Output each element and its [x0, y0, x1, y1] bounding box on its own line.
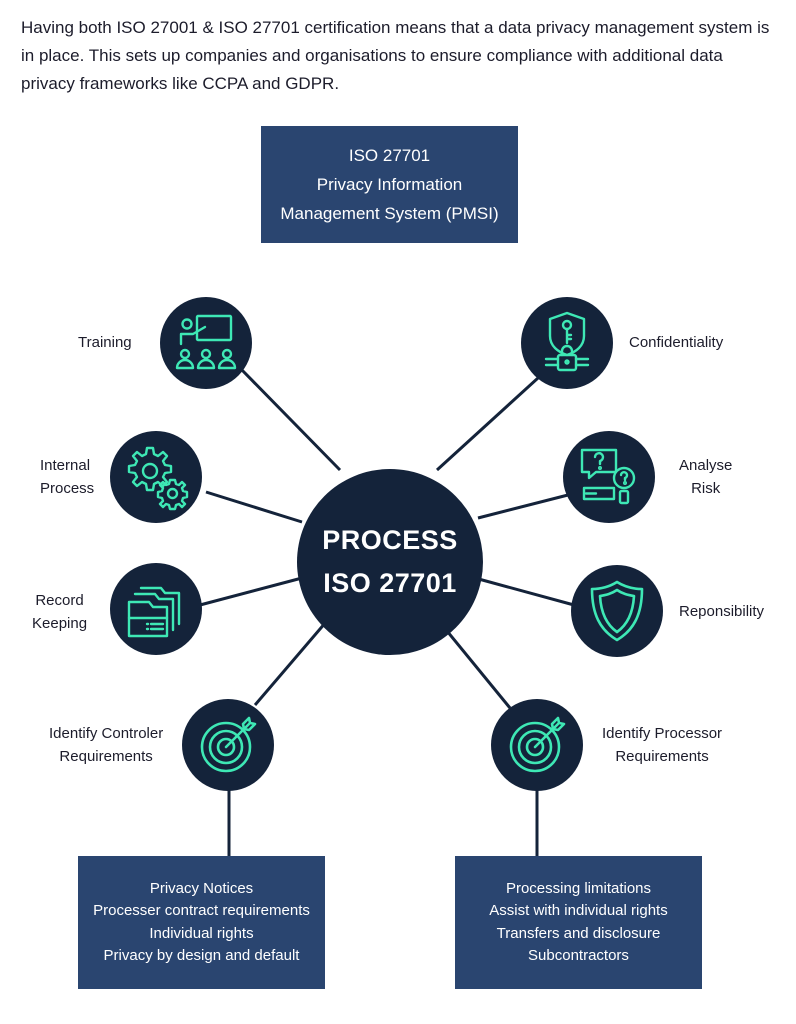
label-record-keeping-line-2: Keeping [32, 615, 88, 632]
processor-item: Assist with individual rights [489, 902, 668, 919]
node-confidentiality [521, 297, 613, 389]
label-internal-process-line-2: Process [40, 480, 95, 497]
controller-item: Individual rights [149, 924, 254, 942]
label-analyse-risk-line-2: Risk [691, 480, 721, 497]
target-arrow-icon [200, 716, 257, 773]
title-line-3: Management System (PMSI) [280, 204, 499, 223]
node-controller [182, 699, 274, 791]
label-processor-line-2: Requirements [615, 748, 709, 765]
shield-icon [590, 580, 644, 642]
line-responsibility [474, 576, 575, 607]
controller-requirements-box: Privacy Notices Processer contract requi… [78, 856, 325, 989]
intro-text: Having both ISO 27001 & ISO 27701 certif… [21, 18, 770, 93]
title-line-1: ISO 27701 [348, 146, 431, 165]
controller-item: Privacy by design and default [103, 947, 300, 964]
shield-key-lock-icon [544, 311, 590, 372]
processor-item: Transfers and disclosure [496, 924, 661, 942]
process-hub: PROCESS ISO 27701 [297, 469, 483, 655]
label-confidentiality: Confidentiality [629, 331, 723, 354]
label-record-keeping: Record Keeping [32, 589, 87, 635]
iso-27701-title-box: ISO 27701 Privacy Information Management… [261, 126, 518, 243]
processor-item: Processing limitations [505, 879, 652, 897]
title-line-2: Privacy Information [316, 175, 463, 194]
question-magnifier-icon [580, 448, 636, 505]
label-analyse-risk: Analyse Risk [679, 454, 732, 500]
label-controller-line-2: Requirements [59, 748, 153, 765]
line-confidentiality [435, 376, 540, 472]
label-training: Training [78, 331, 132, 354]
hub-line-2: ISO 27701 [323, 568, 457, 598]
label-analyse-risk-line-1: Analyse [679, 457, 733, 474]
node-analyse-risk [563, 431, 655, 523]
line-processor [436, 619, 512, 709]
label-controller-line-1: Identify Controler [49, 725, 164, 742]
label-controller: Identify Controler Requirements [49, 722, 163, 768]
hub-line-1: PROCESS [322, 525, 458, 555]
line-controller [253, 614, 334, 706]
processor-requirements-box: Processing limitations Assist with indiv… [455, 856, 702, 989]
controller-item: Privacy Notices [149, 879, 254, 897]
node-responsibility [571, 565, 663, 657]
folder-icon [127, 586, 181, 638]
target-arrow-icon [509, 716, 566, 773]
label-internal-process: Internal Process [40, 454, 94, 500]
label-processor: Identify Processor Requirements [602, 722, 722, 768]
node-processor [491, 699, 583, 791]
line-training [238, 366, 342, 472]
training-presentation-icon [175, 314, 237, 370]
label-responsibility-line-1: Reponsibility [679, 603, 765, 620]
line-record-keeping [199, 576, 303, 607]
node-training [160, 297, 252, 389]
label-processor-line-1: Identify Processor [602, 725, 723, 742]
processor-item: Subcontractors [528, 947, 629, 964]
label-training-line-1: Training [78, 334, 132, 351]
label-responsibility: Reponsibility [679, 600, 764, 623]
label-internal-process-line-1: Internal [40, 457, 91, 474]
line-internal-process [205, 490, 303, 524]
node-record-keeping [110, 563, 202, 655]
line-analyse-risk [477, 493, 569, 520]
label-confidentiality-line-1: Confidentiality [629, 334, 724, 351]
gears-icon [127, 446, 189, 511]
controller-item: Processer contract requirements [93, 902, 310, 919]
label-record-keeping-line-1: Record [35, 592, 84, 609]
node-internal-process [110, 431, 202, 523]
